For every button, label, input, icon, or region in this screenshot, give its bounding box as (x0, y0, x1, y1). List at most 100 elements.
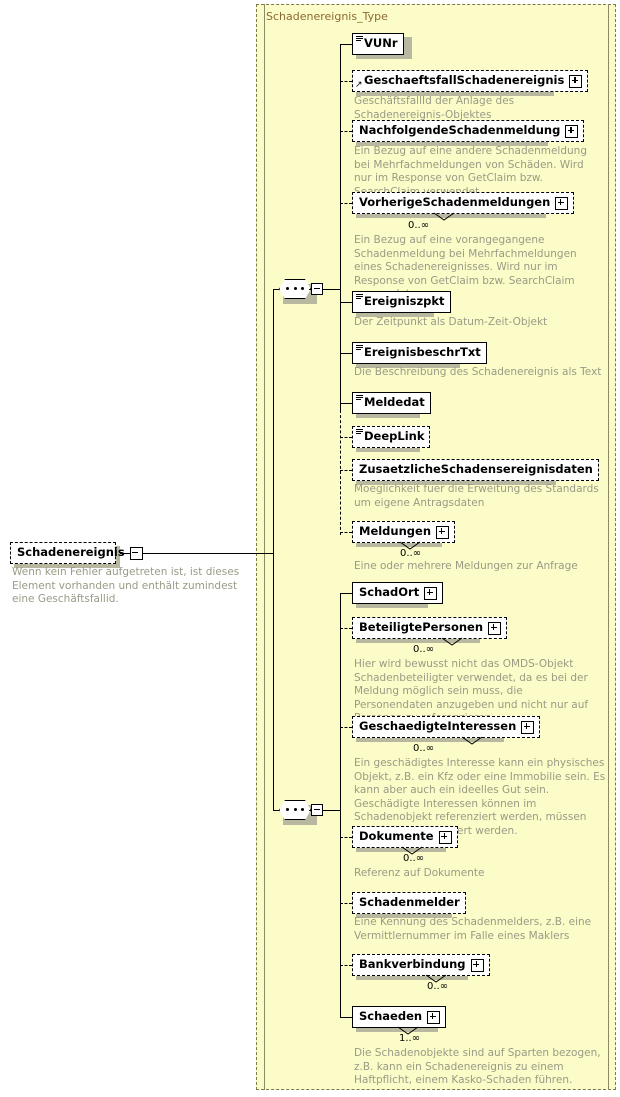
node-label: GeschaedigteInteressen (359, 719, 517, 734)
node-schadenmelder[interactable]: Schadenmelder (352, 892, 466, 914)
plus-expander-icon[interactable] (521, 720, 535, 734)
node-label: VorherigeSchadenmeldungen (359, 195, 551, 210)
multiplicity-arc (461, 736, 483, 745)
node-dokumente[interactable]: Dokumente (352, 826, 458, 848)
seq2-out-line (323, 810, 340, 811)
plus-expander-icon[interactable] (438, 830, 452, 844)
node-multiplicity: 1..∞ (399, 1033, 421, 1044)
sequence-dots-icon (286, 808, 304, 812)
panel-inner-rule-left (264, 4, 265, 1090)
root-connector-line (116, 553, 273, 554)
seq2-stub (273, 810, 279, 811)
node-annotation: Der Zeitpunkt als Datum-Zeit-Objekt (354, 316, 548, 328)
root-element-label: Schadenereignis (17, 545, 125, 560)
node-annotation: Referenz auf Dokumente (354, 867, 485, 879)
node-label: BeteiligtePersonen (359, 620, 484, 635)
type-title: Schadenereignis_Type (266, 10, 388, 23)
branch-vorherige (340, 203, 352, 204)
node-label: VUNr (364, 36, 398, 51)
group1-spine-solid (340, 44, 341, 410)
node-meldedat[interactable]: Meldedat (352, 392, 431, 414)
node-label: Ereigniszpkt (364, 294, 445, 309)
sequence-collapse-icon[interactable] (311, 283, 323, 295)
multiplicity-arc (397, 1026, 419, 1035)
plus-expander-icon[interactable] (427, 1010, 441, 1024)
branch-schaeden (340, 1017, 352, 1018)
node-beteiligtepersonen[interactable]: BeteiligtePersonen (352, 617, 508, 639)
node-ereignisbeschrtxt[interactable]: EreignisbeschrTxt (352, 342, 487, 364)
node-annotation: Eine Kennung des Schadenmelders, z.B. ei… (354, 916, 592, 942)
sequence-compositor-2[interactable] (279, 800, 323, 820)
node-multiplicity: 0..∞ (403, 853, 425, 864)
node-label: NachfolgendeSchadenmeldung (359, 123, 561, 138)
node-label: Schaeden (359, 1009, 423, 1024)
plus-expander-icon[interactable] (555, 196, 569, 210)
sequence-compositor-1[interactable] (279, 279, 323, 299)
element-icon (356, 395, 363, 400)
branch-geschaedigteinteressen (340, 727, 352, 728)
node-schaeden[interactable]: Schaeden (352, 1006, 447, 1028)
reference-icon: ↗ (355, 80, 363, 90)
node-multiplicity: 0..∞ (400, 548, 422, 559)
element-icon (356, 294, 363, 299)
node-annotation: Moeglichkeit fuer die Erweitung des Stan… (354, 483, 599, 509)
multiplicity-arc (425, 974, 447, 983)
branch-zusaetzliche (340, 470, 352, 471)
node-meldungen[interactable]: Meldungen (352, 521, 456, 543)
root-element-node[interactable]: Schadenereignis (10, 542, 143, 564)
branch-ereignisbeschr (340, 353, 352, 354)
node-nachfolgendeschadenmeldung[interactable]: NachfolgendeSchadenmeldung (352, 120, 585, 142)
multiplicity-arc (399, 541, 421, 550)
node-multiplicity: 0..∞ (427, 981, 449, 992)
branch-schadort (340, 593, 352, 594)
element-icon (356, 36, 363, 41)
node-multiplicity: 0..∞ (413, 644, 435, 655)
branch-deeplink (340, 437, 352, 438)
plus-expander-icon[interactable] (565, 124, 579, 138)
node-vunr[interactable]: VUNr (352, 33, 404, 55)
branch-nachfolgende (340, 131, 352, 132)
branch-bankverbindung (340, 965, 352, 966)
group2-spine (340, 593, 341, 1017)
plus-expander-icon[interactable] (424, 586, 438, 600)
node-multiplicity: 0..∞ (413, 743, 435, 754)
node-annotation: Die Schadenobjekte sind auf Sparten bezo… (354, 1047, 601, 1086)
branch-meldungen (340, 532, 352, 533)
branch-dokumente (340, 837, 352, 838)
node-geschaeftsfallschadenereignis[interactable]: ↗ GeschaeftsfallSchadenereignis (352, 70, 589, 92)
group1-spine-dashed (340, 410, 341, 535)
branch-beteiligtepersonen (340, 628, 352, 629)
seq1-out-line (323, 289, 340, 290)
plus-expander-icon[interactable] (488, 621, 502, 635)
node-label: Bankverbindung (359, 957, 466, 972)
node-annotation: Eine oder mehrere Meldungen zur Anfrage (354, 560, 578, 572)
node-annotation: Hier wird bewusst nicht das OMDS-Objekt … (354, 658, 589, 724)
multiplicity-arc (441, 637, 463, 646)
node-label: GeschaeftsfallSchadenereignis (364, 73, 565, 88)
node-vorherigeschadenmeldungen[interactable]: VorherigeSchadenmeldungen (352, 192, 575, 214)
node-label: ZusaetzlicheSchadensereignisdaten (359, 462, 593, 477)
node-label: Meldungen (359, 524, 432, 539)
plus-expander-icon[interactable] (569, 74, 583, 88)
plus-expander-icon[interactable] (470, 958, 484, 972)
branch-vunr (340, 44, 352, 45)
plus-expander-icon[interactable] (436, 525, 450, 539)
node-label: SchadOrt (359, 585, 420, 600)
spine-lower (273, 553, 274, 810)
node-schadort[interactable]: SchadOrt (352, 582, 444, 604)
node-ereigniszpkt[interactable]: Ereigniszpkt (352, 291, 451, 313)
node-geschaedigteinteressen[interactable]: GeschaedigteInteressen (352, 716, 541, 738)
node-deeplink[interactable]: DeepLink (352, 426, 431, 448)
node-zusaetzlicheschadensereignisdaten[interactable]: ZusaetzlicheSchadensereignisdaten (352, 459, 599, 481)
multiplicity-arc (401, 846, 423, 855)
sequence-collapse-icon[interactable] (311, 804, 323, 816)
node-annotation: Ein Bezug auf eine andere Schadenmeldung… (354, 145, 587, 198)
element-icon (356, 429, 363, 434)
spine-upper (273, 289, 274, 553)
node-label: Dokumente (359, 829, 434, 844)
node-label: DeepLink (364, 429, 425, 444)
multiplicity-arc (433, 212, 455, 221)
seq1-stub (273, 289, 279, 290)
minus-expander-icon[interactable] (129, 546, 143, 560)
node-bankverbindung[interactable]: Bankverbindung (352, 954, 490, 976)
